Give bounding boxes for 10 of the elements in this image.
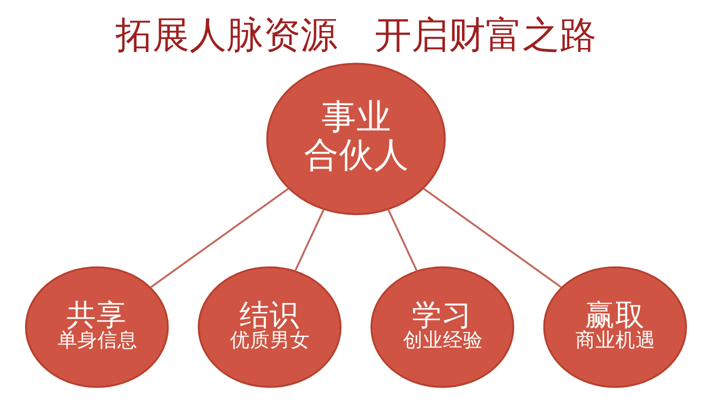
connector (386, 208, 418, 272)
node-ellipse: 事业合伙人 (266, 62, 446, 216)
node-ellipse: 赢取 商业机遇 (542, 266, 686, 388)
node-ellipse: 共享 单身信息 (24, 266, 168, 388)
diagram-title: 拓展人脉资源 开启财富之路 (115, 14, 596, 57)
connector (294, 208, 324, 272)
connector (149, 188, 289, 288)
connector (422, 188, 562, 288)
node-ellipse: 结识 优质男女 (197, 266, 341, 388)
node-ellipse: 学习 创业经验 (370, 266, 514, 388)
